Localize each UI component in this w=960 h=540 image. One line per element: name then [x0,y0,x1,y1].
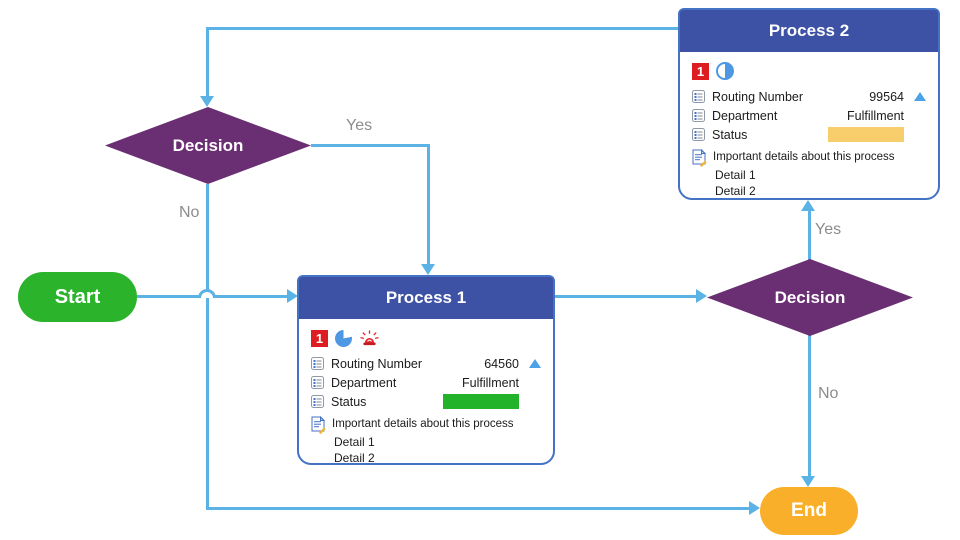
process1-field-routing-number: Routing Number 64560 [311,354,541,373]
edge-label-yes-top: Yes [346,117,373,134]
process1-detail-2: Detail 2 [334,451,375,465]
status-bar [443,394,519,410]
process1-node[interactable]: Process 1 1 [297,275,555,465]
connector-yes-top-v [427,144,430,264]
process2-detail-1: Detail 1 [715,168,756,182]
process1-field-status: Status [311,392,541,411]
list-icon [692,90,705,103]
connector-no-left-h [206,507,749,510]
field-value: Fulfillment [847,108,904,123]
connector-process1-to-decision-right [555,295,697,298]
process1-note: Important details about this process [311,416,541,434]
note-icon [311,416,326,434]
connector-yes-top-h [311,144,430,147]
start-node[interactable]: Start [18,272,137,322]
field-value: 64560 [484,356,519,371]
data-graphic-1-icon: 1 [692,62,709,80]
field-label: Status [712,127,748,142]
edge-label-yes-right: Yes [815,221,842,238]
process2-note: Important details about this process [692,149,926,167]
note-title: Important details about this process [713,151,895,163]
connector-process2-to-decision-top-v [206,27,209,97]
decision-top-node[interactable]: Decision [105,107,311,184]
process1-data-graphics: 1 [311,327,541,349]
process2-body: 1 Routing Number 99564 Department Fulfil… [680,52,938,203]
start-label: Start [54,285,101,308]
process2-detail-2: Detail 2 [715,184,756,198]
field-label: Department [712,108,778,123]
process2-title: Process 2 [768,21,850,40]
list-icon [692,109,705,122]
list-icon [311,395,324,408]
decision-top-label: Decision [172,135,244,155]
process2-field-routing-number: Routing Number 99564 [692,87,926,106]
list-icon [311,357,324,370]
edge-label-no-left: No [179,204,200,221]
end-label: End [791,500,827,521]
status-bar [828,127,904,143]
note-icon [692,149,707,167]
pie-chart-icon [335,329,352,347]
edge-label-no-right: No [818,385,839,402]
arrowhead-into-process2-bottom [801,200,815,211]
connector-no-right-v [808,334,811,476]
field-value: Fulfillment [462,375,519,390]
field-label: Department [331,375,397,390]
arrowhead-into-end-top [801,476,815,487]
list-icon [692,128,705,141]
process2-header: Process 2 [680,10,938,52]
process1-field-department: Department Fulfillment [311,373,541,392]
arrowhead-into-end-left [749,501,760,515]
connector-process2-to-decision-top-h [206,27,679,30]
field-value [423,394,519,410]
decision-right-node[interactable]: Decision [707,259,913,336]
connector-yes-right-v [808,210,811,260]
field-value [808,127,904,143]
arrowhead-into-process1-top [421,264,435,275]
field-label: Routing Number [712,89,804,104]
process1-body: 1 [299,319,553,470]
process2-field-department: Department Fulfillment [692,106,926,125]
sort-ascending-icon[interactable] [914,92,926,101]
field-value: 99564 [869,89,904,104]
decision-right-label: Decision [774,287,846,307]
arrowhead-into-decision-right [696,289,707,303]
connector-no-left-v [206,184,209,510]
data-graphic-1-icon: 1 [311,329,328,347]
field-label: Routing Number [331,356,423,371]
half-circle-icon [716,62,734,80]
note-title: Important details about this process [332,418,514,430]
process2-data-graphics: 1 [692,60,926,82]
process2-field-status: Status [692,125,926,144]
arrowhead-into-decision-top [200,96,214,107]
end-node[interactable]: End [760,487,858,535]
field-label: Status [331,394,367,409]
list-icon [311,376,324,389]
alarm-icon [359,329,379,347]
connector-crossover-hop [198,289,216,298]
process1-header: Process 1 [299,277,553,319]
process1-title: Process 1 [385,288,467,307]
sort-ascending-icon[interactable] [529,359,541,368]
arrowhead-into-process1-left [287,289,298,303]
process1-detail-1: Detail 1 [334,435,375,449]
process2-node[interactable]: Process 2 1 Routing Number 99564 Departm… [678,8,940,200]
